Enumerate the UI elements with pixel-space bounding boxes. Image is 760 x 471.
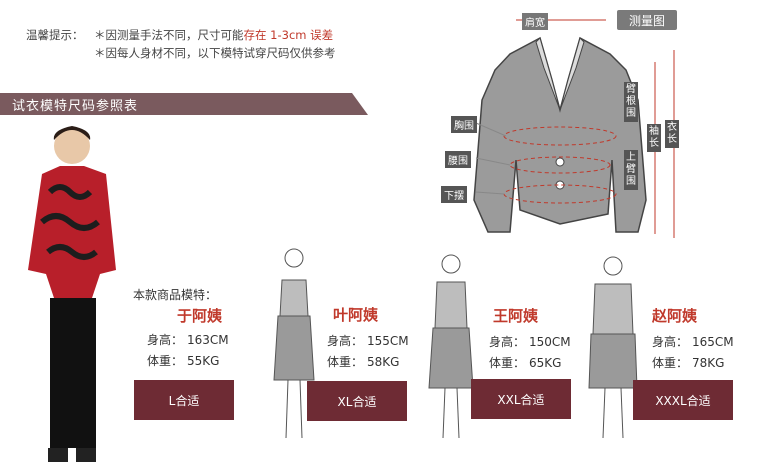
model-3-weight: 体重：65KG [489,356,562,370]
measurement-chart-title: 测量图 [617,10,677,30]
model-sketch-2 [273,248,315,439]
tip-line-2: ＊因每人身材不同，以下模特试穿尺码仅供参考 [94,46,336,60]
model-1-weight: 体重：55KG [147,354,220,368]
model-4-weight: 体重：78KG [652,356,725,370]
model-3-height: 身高：150CM [489,335,571,349]
tip-line-1: ＊因测量手法不同，尺寸可能存在 1-3cm 误差 [94,27,333,43]
model-1-height: 身高：163CM [147,333,229,347]
model-4-name: 赵阿姨 [652,307,698,325]
model-sketch-4 [588,256,638,439]
section-banner [0,93,368,115]
tip-line-1-prefix: ＊因测量手法不同，尺寸可能 [94,28,244,42]
model-3-size-badge: XXL合适 [471,379,571,419]
hem-label: 下摆 [441,186,467,203]
upper-arm-label: 上臂围 [624,150,638,190]
model-4-size-badge: XXXL合适 [633,380,733,420]
model-2-name: 叶阿姨 [333,306,379,324]
model-photo [28,126,116,462]
waist-label: 腰围 [445,151,471,168]
model-2-weight: 体重：58KG [327,355,400,369]
sleeve-length-label: 袖长 [647,124,661,152]
model-1-size-badge: L合适 [134,380,234,420]
model-4-height: 身高：165CM [652,335,734,349]
garment-length-label: 衣长 [665,120,679,148]
chest-label: 胸围 [451,116,477,133]
model-sketch-3 [428,254,474,439]
model-2-height: 身高：155CM [327,334,409,348]
tips-label: 温馨提示： [26,28,84,42]
models-section-label: 本款商品模特： [133,288,218,302]
model-2-size-badge: XL合适 [307,381,407,421]
model-1-name: 于阿姨 [177,307,223,325]
model-3-name: 王阿姨 [493,307,539,325]
shoulder-width-label: 肩宽 [522,13,548,30]
section-banner-title: 试衣模特尺码参照表 [12,99,139,114]
arm-root-label: 臂根围 [624,82,638,122]
tip-line-1-highlight: 存在 1-3cm 误差 [243,28,334,42]
